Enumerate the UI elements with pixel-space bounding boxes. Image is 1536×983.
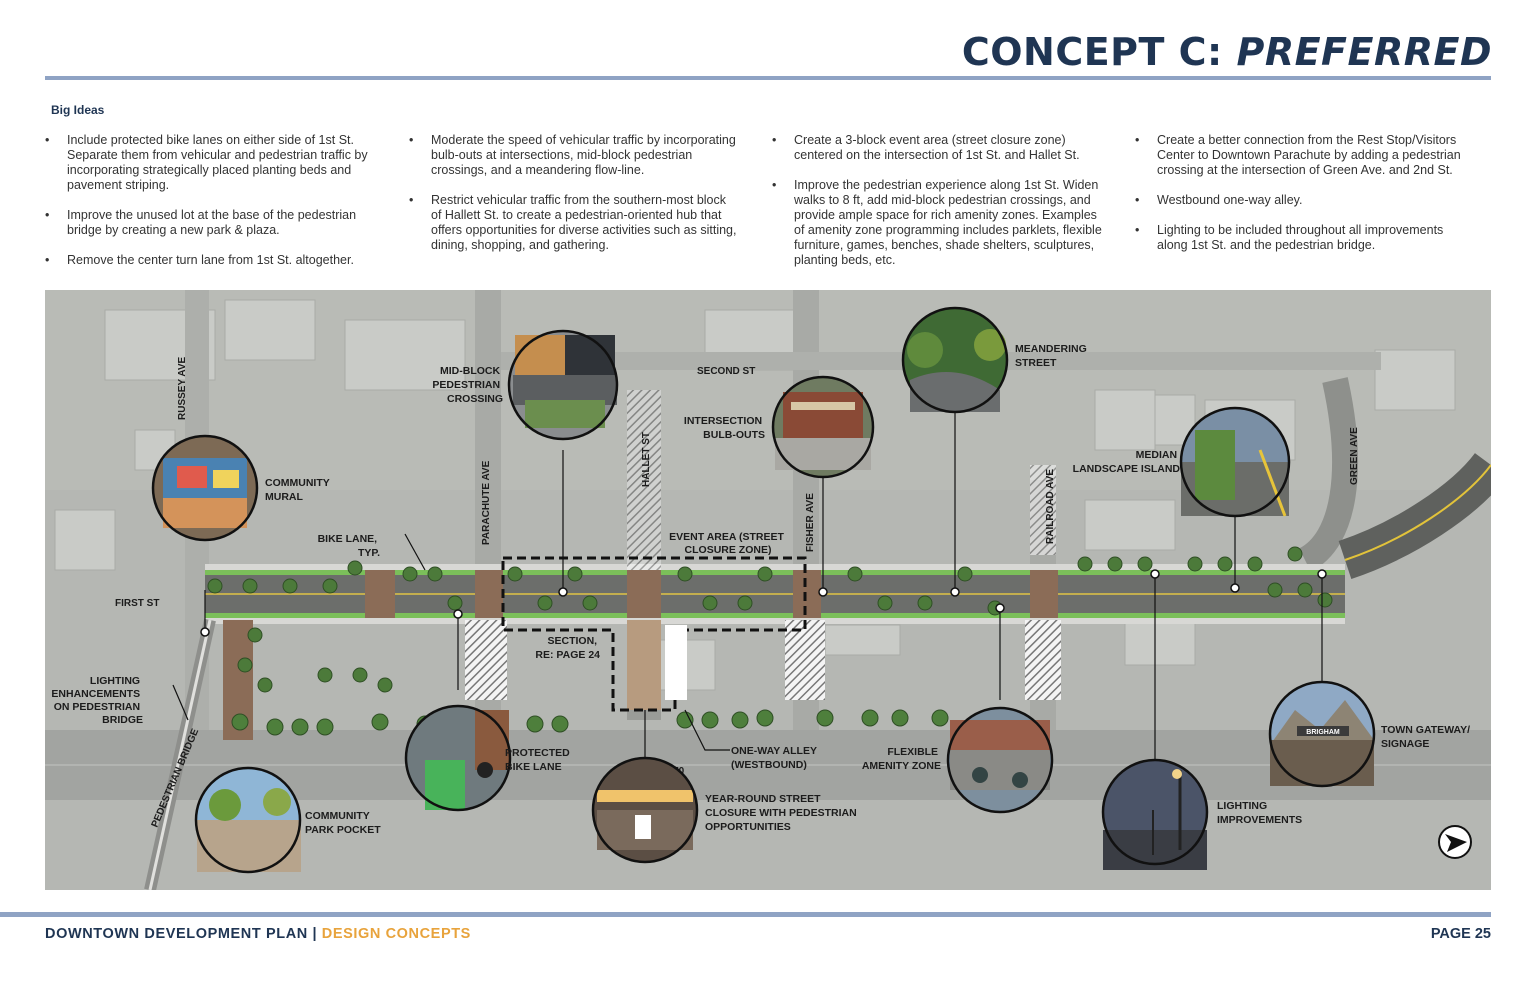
photo-year-round-street [591, 756, 699, 864]
green-ave-road [1298, 377, 1358, 572]
one-way-alley [665, 625, 687, 700]
label-hallet-st: HALLET ST [641, 432, 652, 487]
photo-meandering-street [901, 306, 1009, 414]
idea-item: Lighting to be included throughout all i… [1135, 223, 1465, 253]
street-trees [207, 546, 1333, 693]
photo-intersection-bulb-outs [771, 375, 875, 479]
label-parachute-ave: PARACHUTE AVE [481, 460, 492, 545]
photo-community-mural [151, 434, 259, 542]
callout-meandering-street: MEANDERING STREET [1015, 343, 1090, 369]
footer-rule [0, 912, 1491, 917]
callout-protected-bike-lane: PROTECTED BIKE LANE [505, 747, 573, 773]
big-ideas-heading: Big Ideas [51, 103, 105, 117]
callout-section: SECTION, RE: PAGE 24 [535, 635, 600, 661]
ideas-column-2: Moderate the speed of vehicular traffic … [409, 133, 739, 268]
callout-intersection-bulb-outs: INTERSECTION BULB-OUTS [684, 415, 765, 441]
idea-item: Include protected bike lanes on either s… [45, 133, 375, 193]
callout-bike-lane: BIKE LANE, TYP. [318, 533, 381, 559]
header-rule [45, 76, 1491, 80]
footer-plan-name: DOWNTOWN DEVELOPMENT PLAN | [45, 926, 318, 942]
callout-median-landscape-island: MEDIAN LANDSCAPE ISLAND [1073, 449, 1181, 475]
callout-lighting-improvements: LIGHTING IMPROVEMENTS [1217, 800, 1302, 826]
callout-year-round-street: YEAR-ROUND STREET CLOSURE WITH PEDESTRIA… [705, 793, 860, 833]
photo-community-park-pocket [194, 766, 302, 874]
ideas-column-4: Create a better connection from the Rest… [1135, 133, 1465, 268]
title-emphasis: PREFERRED [1236, 30, 1492, 74]
callout-community-mural: COMMUNITY MURAL [265, 477, 332, 503]
callout-flexible-amenity-zone: FLEXIBLE AMENITY ZONE [862, 746, 941, 772]
photo-protected-bike-lane [404, 704, 512, 812]
parking-striping [1025, 620, 1061, 700]
site-plan-map: RUSSEY AVE PARACHUTE AVE HALLET ST FISHE… [45, 290, 1491, 890]
footer-document-title: DOWNTOWN DEVELOPMENT PLAN | DESIGN CONCE… [45, 926, 471, 942]
photo-median-landscape [1179, 406, 1291, 518]
callout-event-area: EVENT AREA (STREET CLOSURE ZONE) [669, 531, 787, 556]
page-number: PAGE 25 [1430, 926, 1491, 942]
event-area-boundary [501, 556, 807, 712]
label-railroad-ave: RAILROAD AVE [1045, 469, 1056, 544]
label-fisher-ave: FISHER AVE [805, 493, 816, 552]
photo-lighting-improvements [1101, 758, 1209, 870]
callout-lighting-bridge: LIGHTING ENHANCEMENTS ON PEDESTRIAN BRID… [51, 675, 143, 726]
callout-community-park-pocket: COMMUNITY PARK POCKET [305, 810, 381, 836]
idea-item: Moderate the speed of vehicular traffic … [409, 133, 739, 178]
label-russey-ave: RUSSEY AVE [177, 357, 188, 420]
parking-striping [465, 620, 507, 700]
idea-item: Create a better connection from the Rest… [1135, 133, 1465, 178]
idea-item: Westbound one-way alley. [1135, 193, 1465, 208]
idea-item: Improve the pedestrian experience along … [772, 178, 1102, 268]
footer-section-name: DESIGN CONCEPTS [321, 926, 471, 942]
title-main: CONCEPT C: [961, 30, 1237, 74]
north-arrow-icon [1438, 825, 1472, 859]
idea-item: Improve the unused lot at the base of th… [45, 208, 375, 238]
callout-town-gateway: TOWN GATEWAY/ SIGNAGE [1381, 724, 1473, 750]
page-title: CONCEPT C: PREFERRED [962, 30, 1492, 74]
idea-item: Restrict vehicular traffic from the sout… [409, 193, 739, 253]
ideas-column-3: Create a 3-block event area (street clos… [772, 133, 1102, 283]
hallet-pedestrian-hub [627, 620, 661, 710]
photo-flexible-amenity-zone [946, 706, 1054, 814]
callout-mid-block-crossing: MID-BLOCK PEDESTRIAN CROSSING [432, 365, 503, 405]
photo-mid-block-crossing [507, 329, 619, 441]
idea-item: Create a 3-block event area (street clos… [772, 133, 1102, 163]
callout-one-way-alley: ONE-WAY ALLEY (WESTBOUND) [731, 745, 820, 771]
ideas-column-1: Include protected bike lanes on either s… [45, 133, 375, 283]
label-first-st: FIRST ST [115, 598, 159, 609]
gateway-sign-text: BRIGHAM [1306, 729, 1340, 736]
label-second-st: SECOND ST [697, 366, 755, 377]
parking-striping [785, 620, 825, 700]
photo-town-gateway: BRIGHAM [1268, 680, 1376, 788]
label-green-ave: GREEN AVE [1349, 427, 1360, 485]
idea-item: Remove the center turn lane from 1st St.… [45, 253, 375, 268]
